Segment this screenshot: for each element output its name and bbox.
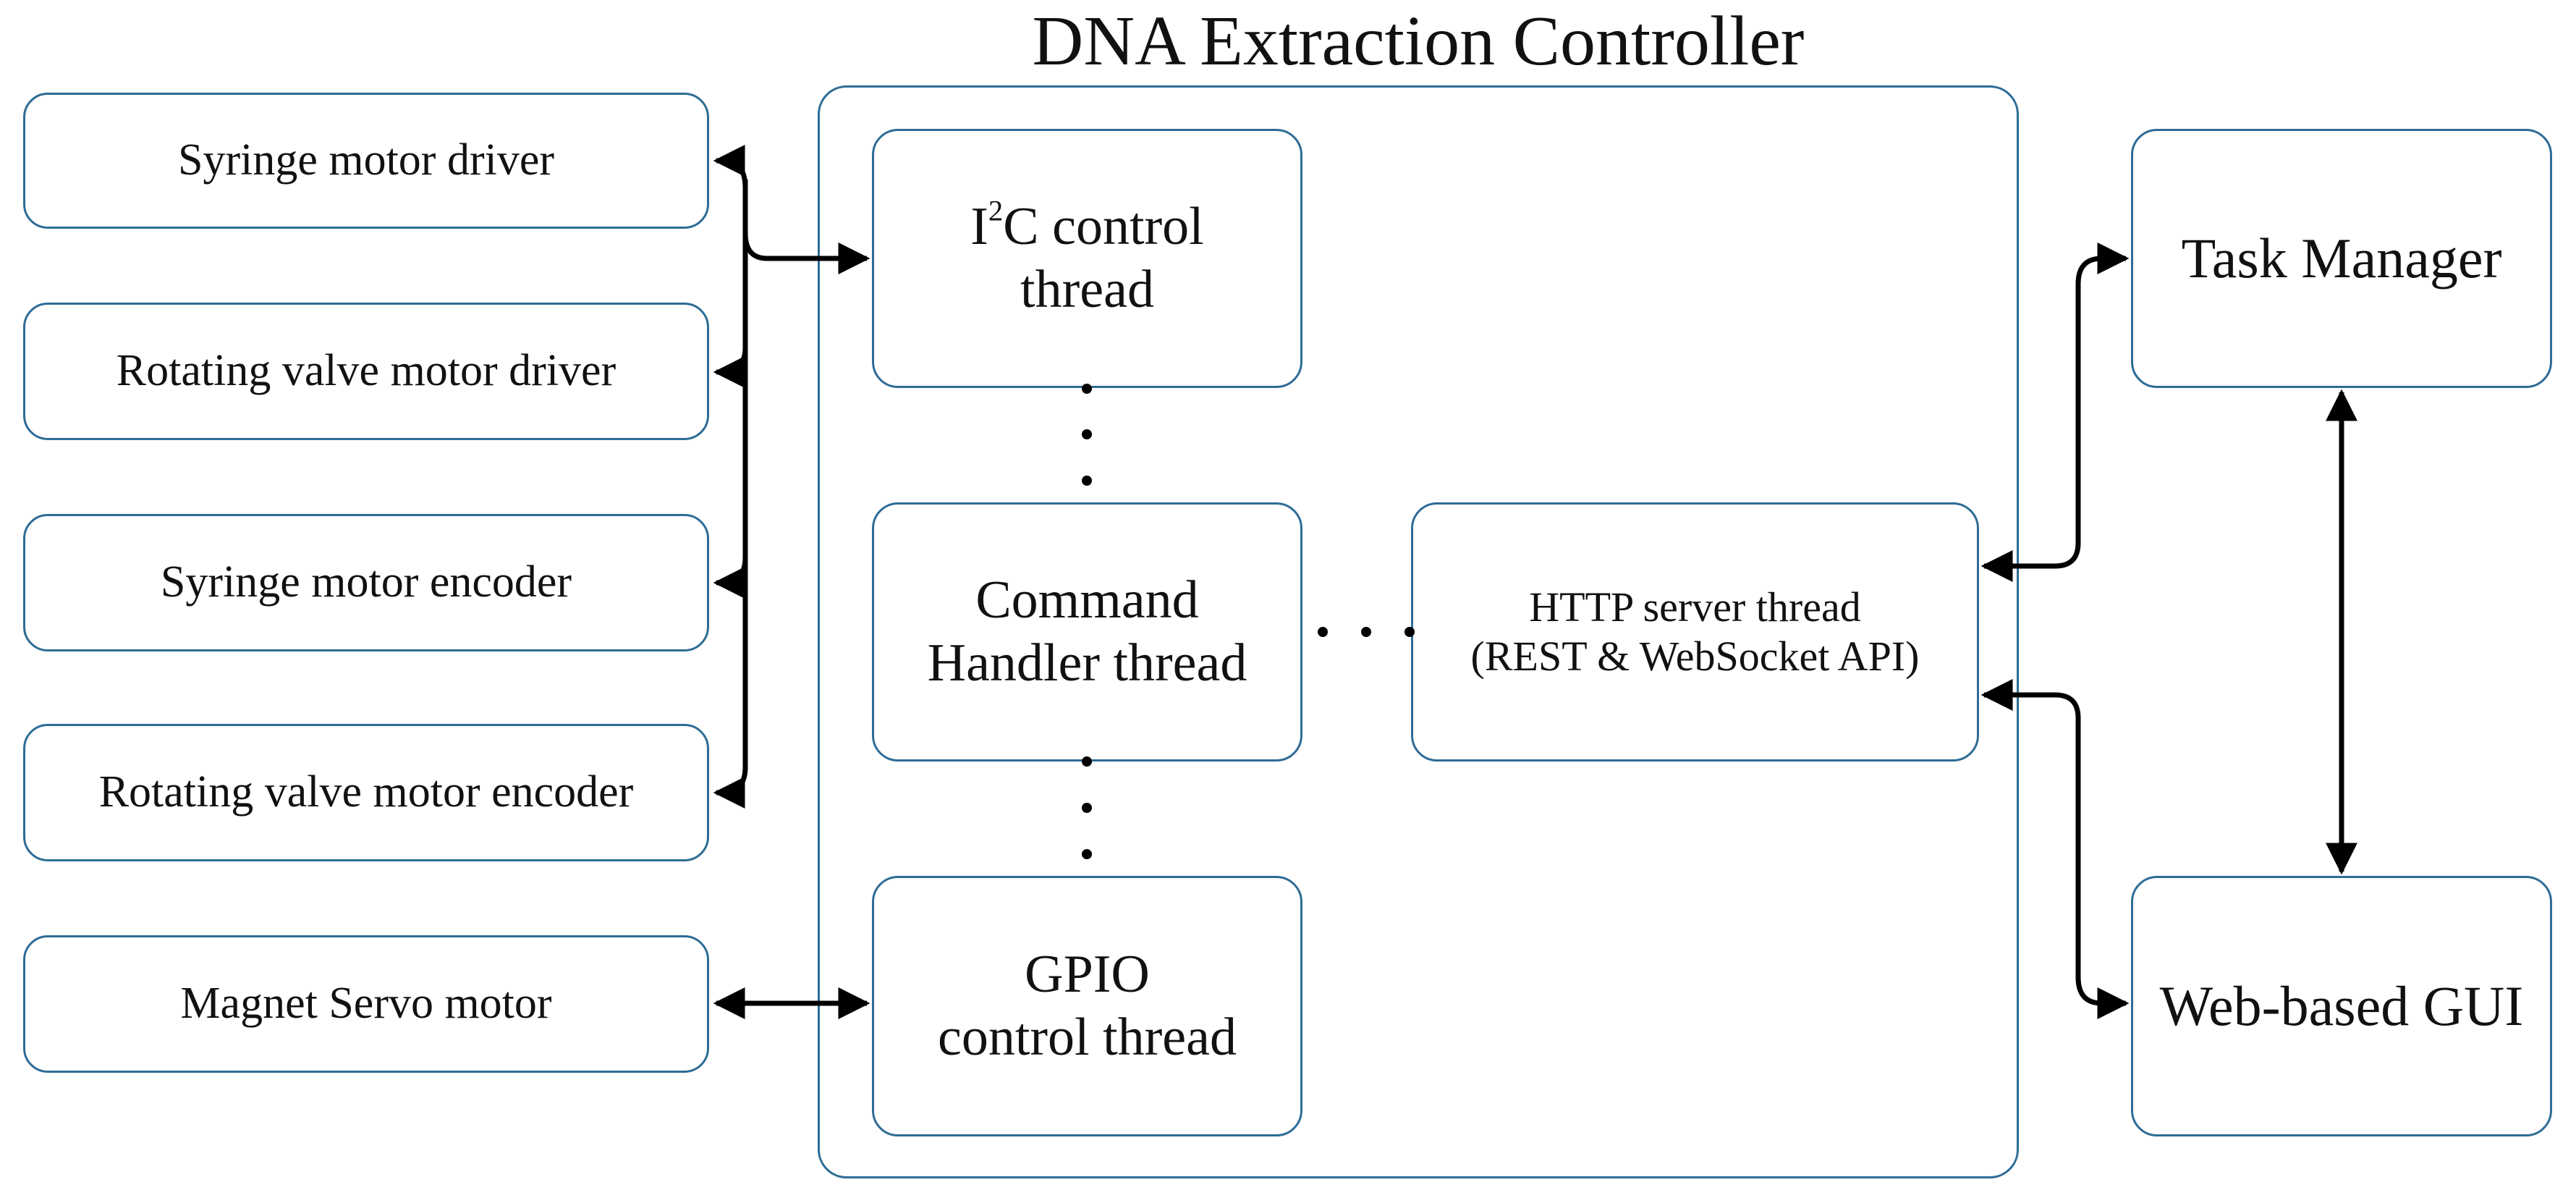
- command-handler-thread-line2: Handler thread: [927, 633, 1247, 693]
- web-gui-label: Web-based GUI: [2159, 974, 2524, 1037]
- syringe-motor-driver-box: Syringe motor driver: [23, 93, 709, 229]
- i2c-arrow-valve-driver: [713, 340, 748, 388]
- gpio-control-thread-text: GPIO control thread: [938, 943, 1237, 1070]
- controller-title: DNA Extraction Controller: [1032, 2, 1805, 80]
- thread-dots-lower: [1082, 756, 1092, 859]
- web-gui-box: Web-based GUI: [2131, 876, 2552, 1136]
- gpio-control-thread-line2: control thread: [938, 1008, 1237, 1067]
- magnet-servo-motor-label: Magnet Servo motor: [180, 979, 552, 1029]
- controller-container: [818, 85, 2019, 1178]
- http-task-manager-link: [1980, 242, 2130, 582]
- rotating-valve-motor-encoder-label: Rotating valve motor encoder: [98, 767, 634, 817]
- http-server-thread-line2: (REST & WebSocket API): [1470, 633, 1920, 680]
- http-web-gui-link: [1980, 679, 2130, 1019]
- i2c-arrow-syringe-encoder: [713, 557, 748, 599]
- command-handler-thread-line1: Command: [975, 570, 1199, 630]
- http-server-thread-box: HTTP server thread (REST & WebSocket API…: [1411, 502, 1979, 762]
- i2c-control-thread-text: I2C control thread: [970, 195, 1203, 322]
- i2c-control-thread-line1: I2C control: [970, 194, 1204, 256]
- command-handler-thread-box: Command Handler thread: [872, 502, 1302, 762]
- gpio-control-thread-box: GPIO control thread: [872, 876, 1302, 1136]
- rotating-valve-motor-driver-label: Rotating valve motor driver: [116, 346, 617, 396]
- magnet-servo-motor-box: Magnet Servo motor: [23, 935, 709, 1073]
- rotating-valve-motor-encoder-box: Rotating valve motor encoder: [23, 724, 709, 861]
- syringe-motor-driver-label: Syringe motor driver: [177, 135, 554, 185]
- gpio-control-thread-line1: GPIO: [1025, 944, 1150, 1004]
- task-manager-box: Task Manager: [2131, 129, 2552, 388]
- thread-dots-upper: [1082, 384, 1092, 486]
- rotating-valve-motor-driver-box: Rotating valve motor driver: [23, 303, 709, 440]
- i2c-control-thread-line2: thread: [1020, 260, 1154, 319]
- syringe-motor-encoder-box: Syringe motor encoder: [23, 514, 709, 651]
- thread-dots-horizontal: [1318, 627, 1415, 637]
- i2c-arrow-valve-encoder: [713, 767, 748, 809]
- syringe-motor-encoder-label: Syringe motor encoder: [160, 557, 572, 607]
- i2c-arrow-syringe-driver: [713, 145, 768, 261]
- http-server-thread-text: HTTP server thread (REST & WebSocket API…: [1471, 583, 1920, 682]
- task-manager-label: Task Manager: [2181, 226, 2502, 290]
- command-handler-thread-text: Command Handler thread: [928, 569, 1247, 696]
- http-server-thread-line1: HTTP server thread: [1529, 583, 1861, 630]
